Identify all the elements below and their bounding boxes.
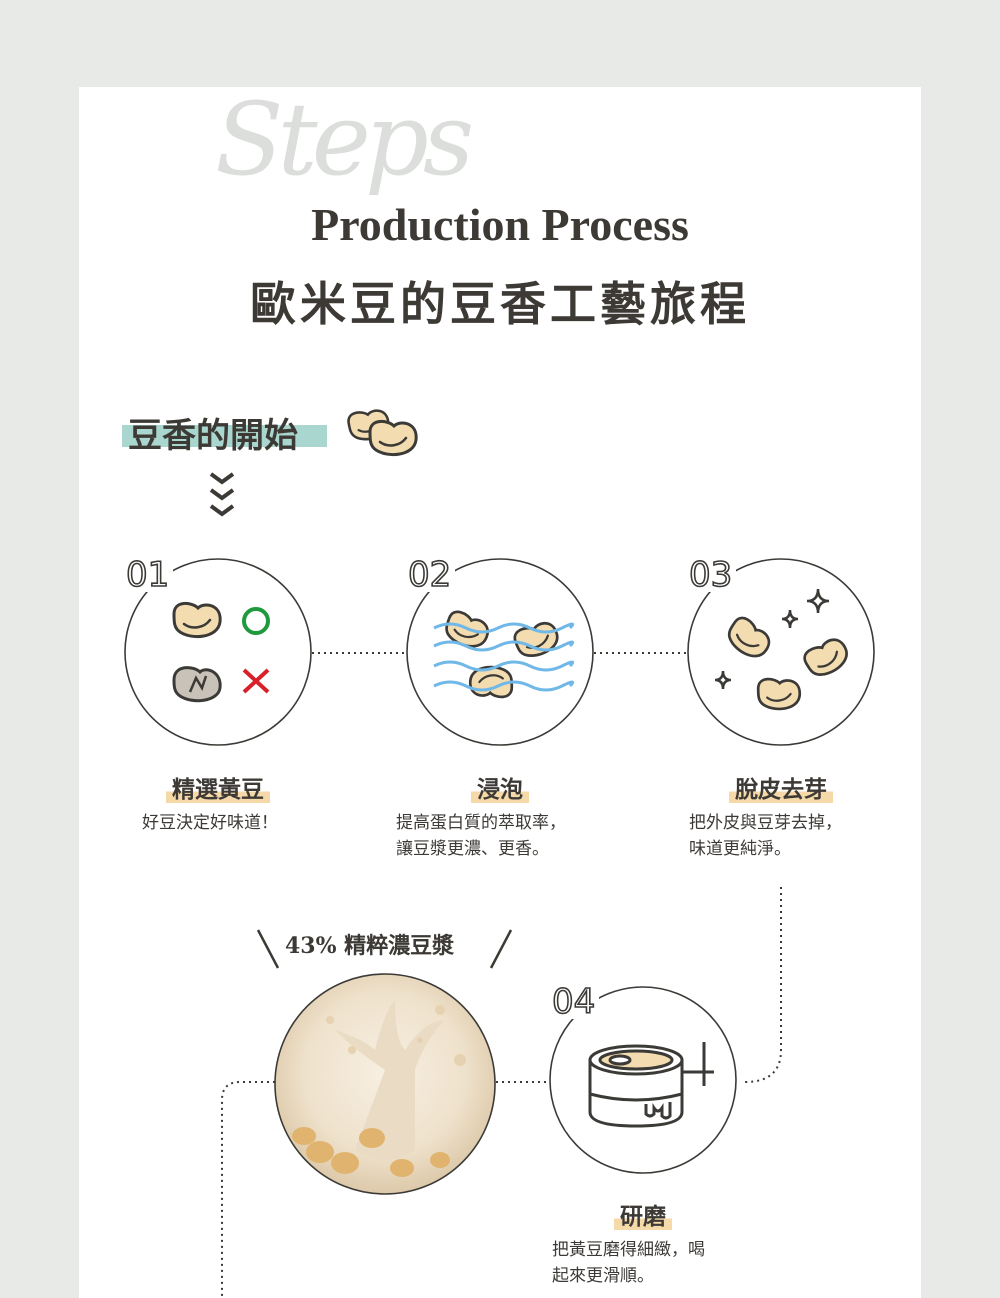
step-1-circle (124, 558, 312, 746)
section-highlight (122, 425, 327, 447)
chevron-down-icon (209, 472, 235, 517)
step-4-desc: 把黃豆磨得細緻，喝起來更滑順。 (552, 1240, 705, 1286)
check-circle-icon (242, 607, 270, 635)
connector-3-4 (744, 887, 782, 1083)
beans-icon (345, 406, 418, 457)
step-3-desc: 把外皮與豆芽去掉，味道更純淨。 (689, 813, 842, 859)
step-4-number: 04 (548, 984, 600, 1020)
tag-slashes (256, 929, 513, 969)
bad-bean-icon (172, 666, 222, 703)
step-2-circle (406, 558, 594, 746)
step-2-number: 02 (404, 557, 456, 593)
soaking-beans-icon (433, 607, 575, 699)
cross-icon (242, 668, 270, 694)
step-1-number: 01 (122, 557, 174, 593)
grinder-icon (588, 1042, 714, 1128)
step-3-circle (687, 558, 875, 746)
steps-script-decoration: Steps (215, 81, 474, 198)
step-2-title: 浸泡 (400, 770, 600, 804)
connector-product-down (221, 1081, 275, 1298)
good-bean-icon (172, 601, 222, 639)
page-title-en: Production Process (311, 199, 689, 250)
step-1-desc: 好豆決定好味道！ (142, 813, 278, 833)
step-3-number: 03 (685, 557, 737, 593)
sparkle-icon (714, 588, 830, 690)
product-tag: 43% 精粹濃豆漿 (285, 933, 455, 959)
step-4-title: 研磨 (543, 1197, 743, 1231)
step-2-desc: 提高蛋白質的萃取率，讓豆漿更濃、更香。 (396, 813, 566, 859)
soy-milk-photo (274, 973, 496, 1195)
step-1-title: 精選黃豆 (118, 770, 318, 804)
clean-beans-icon (714, 588, 854, 711)
step-3-title: 脫皮去芽 (681, 770, 881, 804)
page-title-zh: 歐米豆的豆香工藝旅程 (250, 277, 750, 331)
section-title: 豆香的開始 (128, 416, 298, 456)
